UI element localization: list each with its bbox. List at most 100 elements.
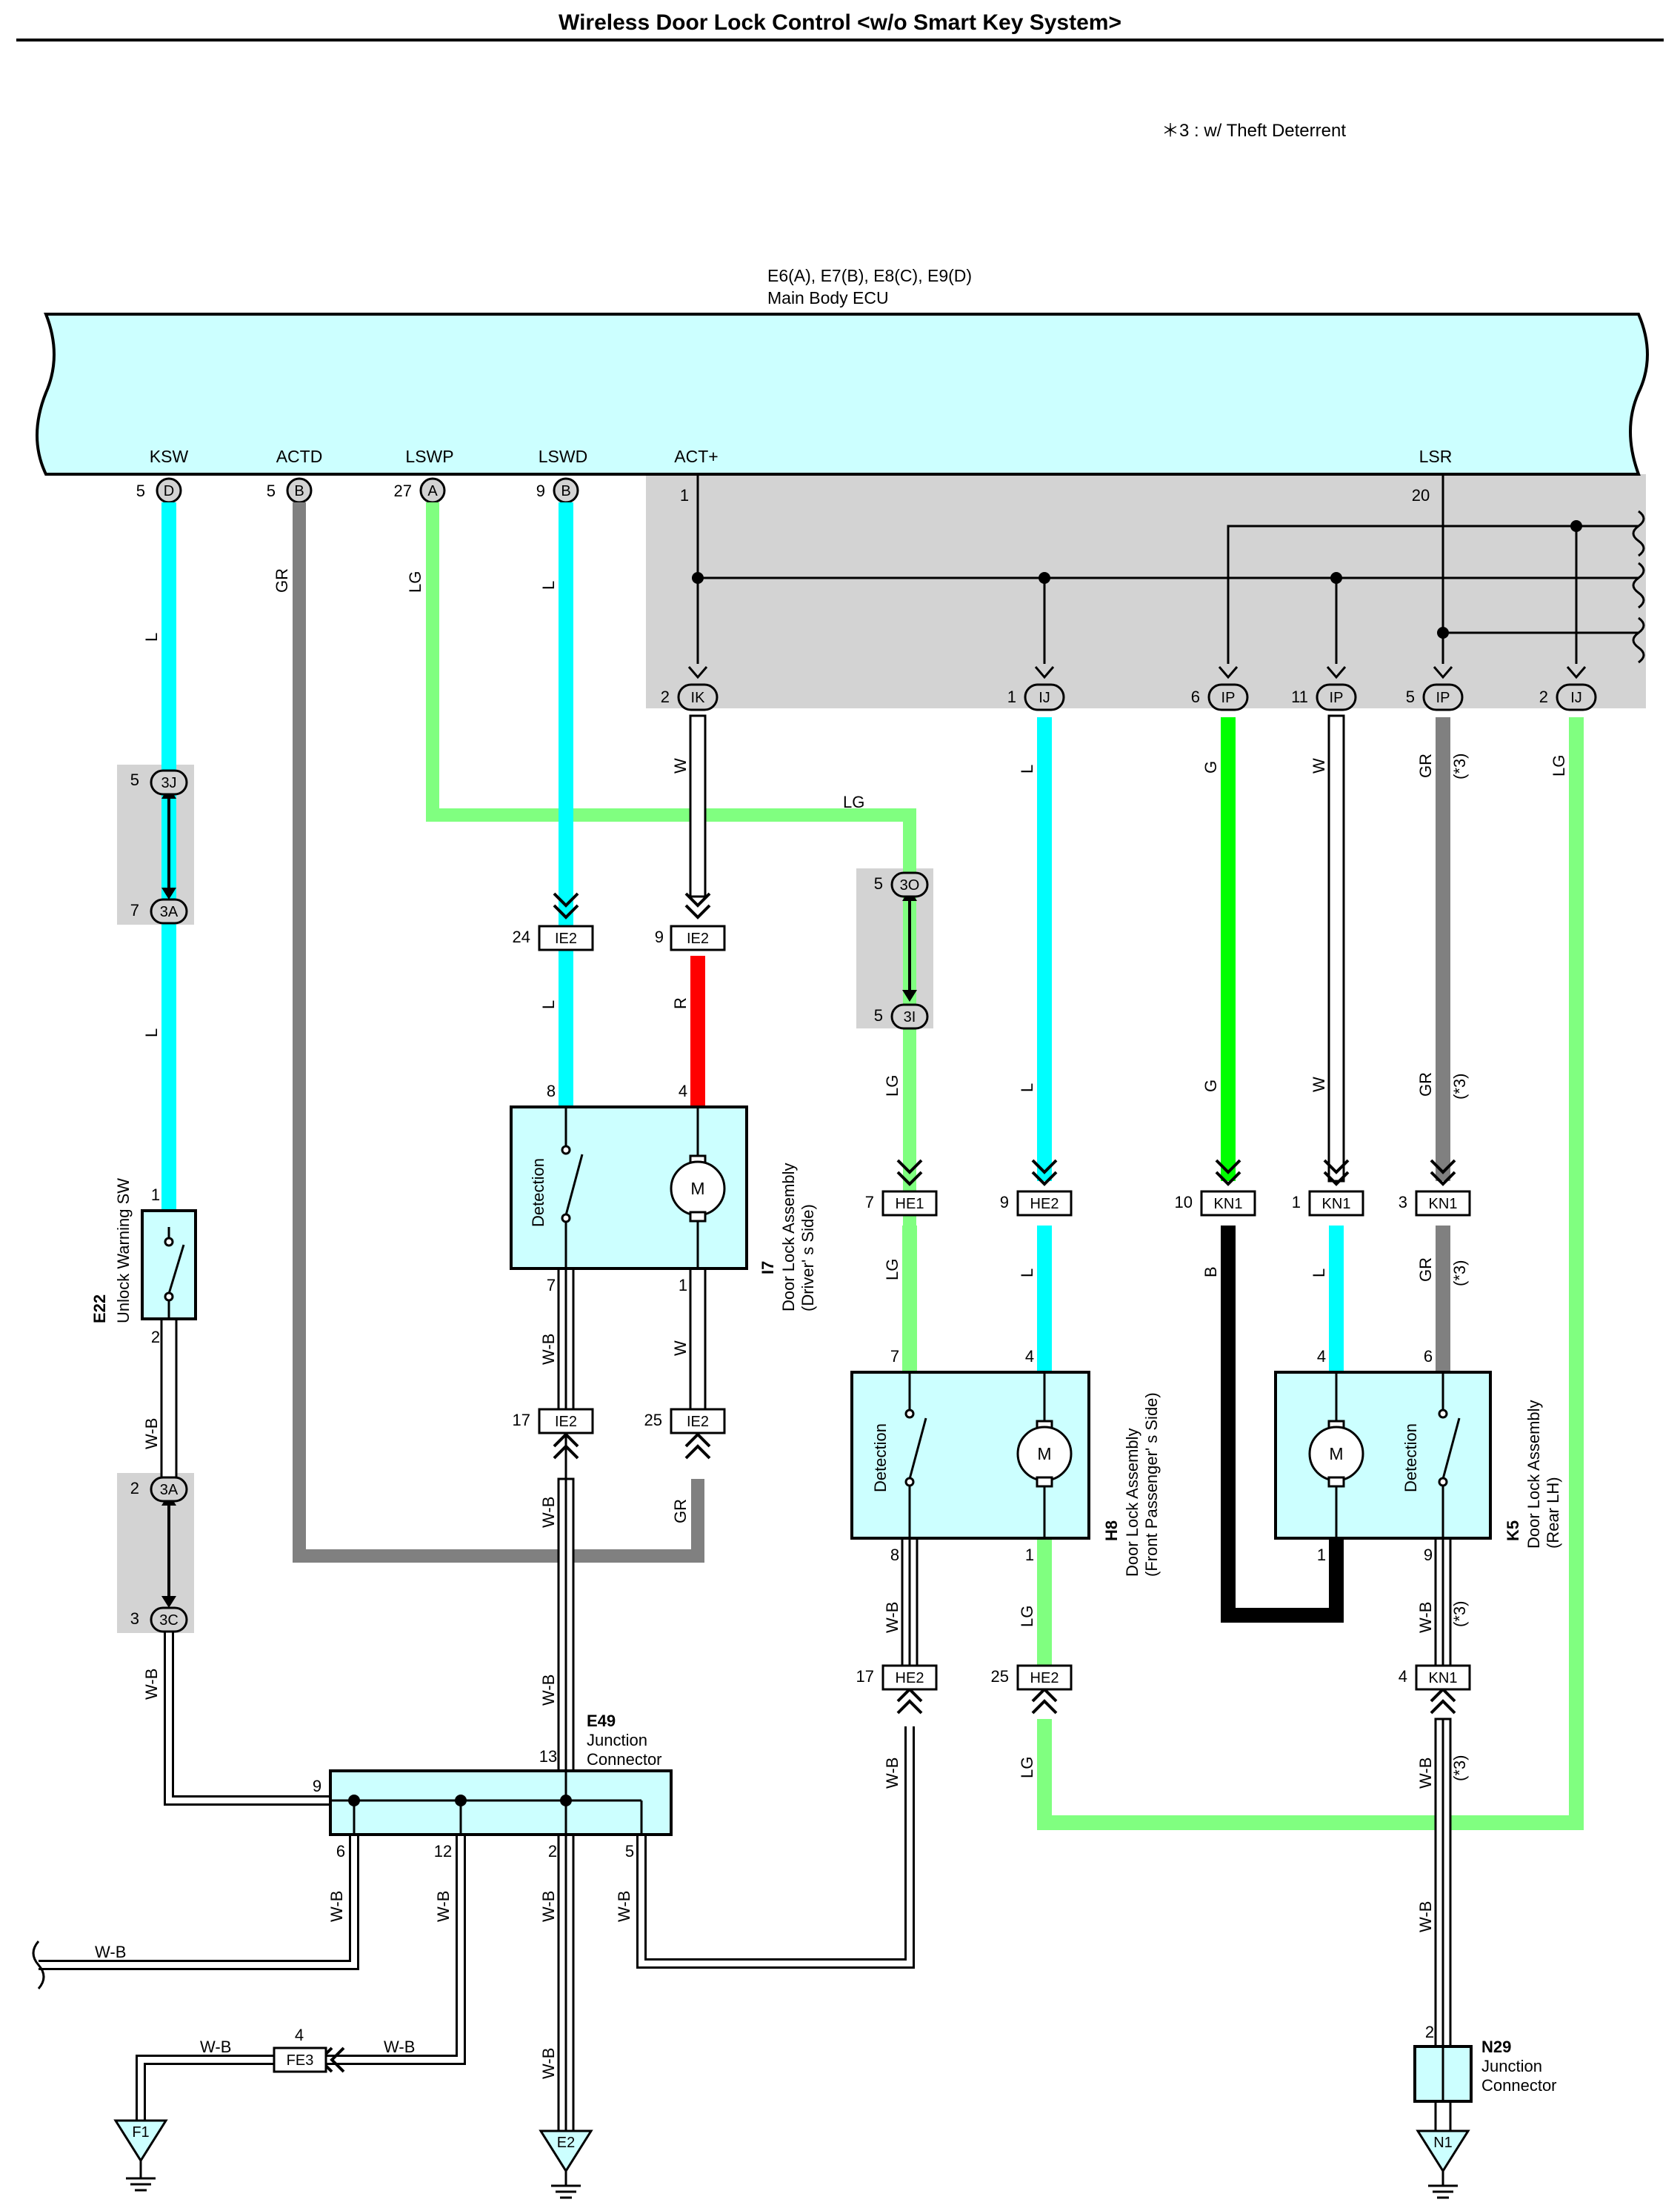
connector-he1-7 <box>881 1190 938 1217</box>
pin-label: 13 <box>539 1747 557 1766</box>
ground-label: E2 <box>557 2135 575 2151</box>
pin-label: 12 <box>434 1842 452 1860</box>
wire-label: W-B <box>434 1891 453 1922</box>
connector-3a <box>150 898 188 925</box>
connector-kn1-10 <box>1200 1190 1256 1217</box>
wire-label: GR <box>671 1499 690 1523</box>
pin-label: 9 <box>1000 1193 1009 1211</box>
pin-label: 9 <box>536 482 545 500</box>
pin-label: 5 <box>130 771 139 789</box>
door-lock-front-passenger: Detection M 7 4 8 1 H8 Door Lock Assembl… <box>850 1347 1161 1577</box>
pin-label: 2 <box>151 1328 160 1346</box>
wire-label: L <box>142 1028 161 1037</box>
ecu-connectors-label: E6(A), E7(B), E8(C), E9(D) <box>767 266 972 285</box>
i7-side: (Driver' s Side) <box>799 1204 817 1311</box>
pin-label: 11 <box>1291 688 1308 706</box>
ecu-signal-lswp: LSWP <box>405 447 453 466</box>
pin-label: 1 <box>1292 1193 1301 1211</box>
ground-label: N1 <box>1433 2135 1453 2151</box>
wire-label: W <box>1310 1077 1328 1092</box>
conn-name: HE1 <box>896 1196 924 1212</box>
pin-label: 25 <box>991 1667 1009 1686</box>
conn-name: IE2 <box>687 931 709 947</box>
pin-label: 6 <box>1424 1347 1433 1366</box>
conn-name: HE2 <box>1030 1196 1059 1212</box>
connector-kn1-4 <box>1415 1664 1471 1691</box>
h8-side: (Front Passenger' s Side) <box>1142 1392 1161 1577</box>
ground-label: F1 <box>132 2124 149 2141</box>
pin-label: 7 <box>547 1276 556 1294</box>
pin-label: 3 <box>130 1609 139 1628</box>
pin-label: 6 <box>1191 688 1200 706</box>
pin-label: 4 <box>1025 1347 1034 1366</box>
wire-label: W-B <box>883 1602 901 1633</box>
wire-label: L <box>539 1000 558 1009</box>
wire-label: L <box>1018 1268 1036 1277</box>
pin-label: 2 <box>548 1842 557 1860</box>
wire-label: W-B <box>539 1497 558 1528</box>
pin-label: 8 <box>890 1546 899 1564</box>
theft-deterrent-marker: (*3) <box>1450 1755 1469 1781</box>
connector-ie2-25 <box>670 1408 726 1434</box>
wire-label: L <box>1018 765 1036 774</box>
unlock-warning-switch: 1 2 E22 Unlock Warning SW <box>90 1178 197 1346</box>
conn-name: KN1 <box>1214 1196 1243 1212</box>
connector-3j-3a: 5 3J 7 3A <box>130 769 188 925</box>
pin-label: 1 <box>1025 1546 1034 1564</box>
wire-label: LG <box>883 1259 901 1280</box>
wire-label: LG <box>1018 1606 1036 1627</box>
wire-label: W-B <box>615 1891 633 1922</box>
wire-label: L <box>142 633 161 642</box>
wire-label: GR <box>1416 754 1435 778</box>
k5-side: (Rear LH) <box>1544 1477 1562 1549</box>
wire-label: B <box>1201 1266 1220 1277</box>
wire-label: W-B <box>539 1891 558 1922</box>
wire-label: G <box>1201 1080 1220 1092</box>
wire-label: W-B <box>142 1418 161 1449</box>
conn-name: HE2 <box>896 1670 924 1686</box>
n29-code: N29 <box>1481 2038 1511 2056</box>
conn-name: 3A <box>160 1482 179 1498</box>
e22-code: E22 <box>90 1294 109 1323</box>
pin-label: 7 <box>130 901 139 920</box>
pin-label: 5 <box>1406 688 1415 706</box>
conn-name: 3O <box>900 877 920 894</box>
e49-body <box>329 1769 673 1836</box>
conn-letter: B <box>561 483 570 499</box>
conn-letter: B <box>294 483 304 499</box>
ecu-terminals: KSW ACTD LSWP LSWD ACT+ LSR 5 D 5 B 27 A… <box>136 447 1453 505</box>
e49-name-2: Connector <box>587 1750 662 1769</box>
connector-he2-9 <box>1016 1190 1073 1217</box>
junction-connector-e49: 9 13 6 12 2 5 E49 Junction Connector <box>313 1712 673 1860</box>
wire-label: GR <box>1416 1257 1435 1282</box>
pin-label: 1 <box>679 1276 687 1294</box>
k5-body <box>1274 1371 1492 1540</box>
connector-3o <box>890 871 929 898</box>
connector-ip-6 <box>1207 683 1249 711</box>
wire-label: W-B <box>384 2038 415 2056</box>
pin-label: 5 <box>625 1842 634 1860</box>
conn-name: IJ <box>1570 690 1582 706</box>
ground-n1-icon: N1 <box>1416 2129 1470 2199</box>
h8-name: Door Lock Assembly <box>1123 1428 1141 1577</box>
wire-label: L <box>1310 1268 1328 1277</box>
pin-label: 1 <box>1317 1546 1326 1564</box>
h8-detection-label: Detection <box>871 1423 890 1492</box>
connector-kn1-1 <box>1308 1190 1364 1217</box>
wire-label: L <box>1018 1083 1036 1092</box>
pin-label: 7 <box>865 1193 874 1211</box>
ground-f1-icon: F1 <box>113 2119 168 2192</box>
pin-label: 24 <box>513 928 530 946</box>
ecu-signal-lsr: LSR <box>1419 447 1453 466</box>
pin-label: 5 <box>874 874 883 893</box>
connector-3j <box>150 769 188 796</box>
wire-label: LG <box>883 1075 901 1097</box>
conn-letter: A <box>427 483 438 499</box>
ecu-signal-lswd: LSWD <box>539 447 587 466</box>
wire-label: LG <box>843 793 864 811</box>
ecu-name-label: Main Body ECU <box>767 288 889 307</box>
conn-name: KN1 <box>1322 1196 1351 1212</box>
pin-label: 7 <box>890 1347 899 1366</box>
pin-label: 2 <box>661 688 670 706</box>
i7-code: I7 <box>759 1261 777 1274</box>
